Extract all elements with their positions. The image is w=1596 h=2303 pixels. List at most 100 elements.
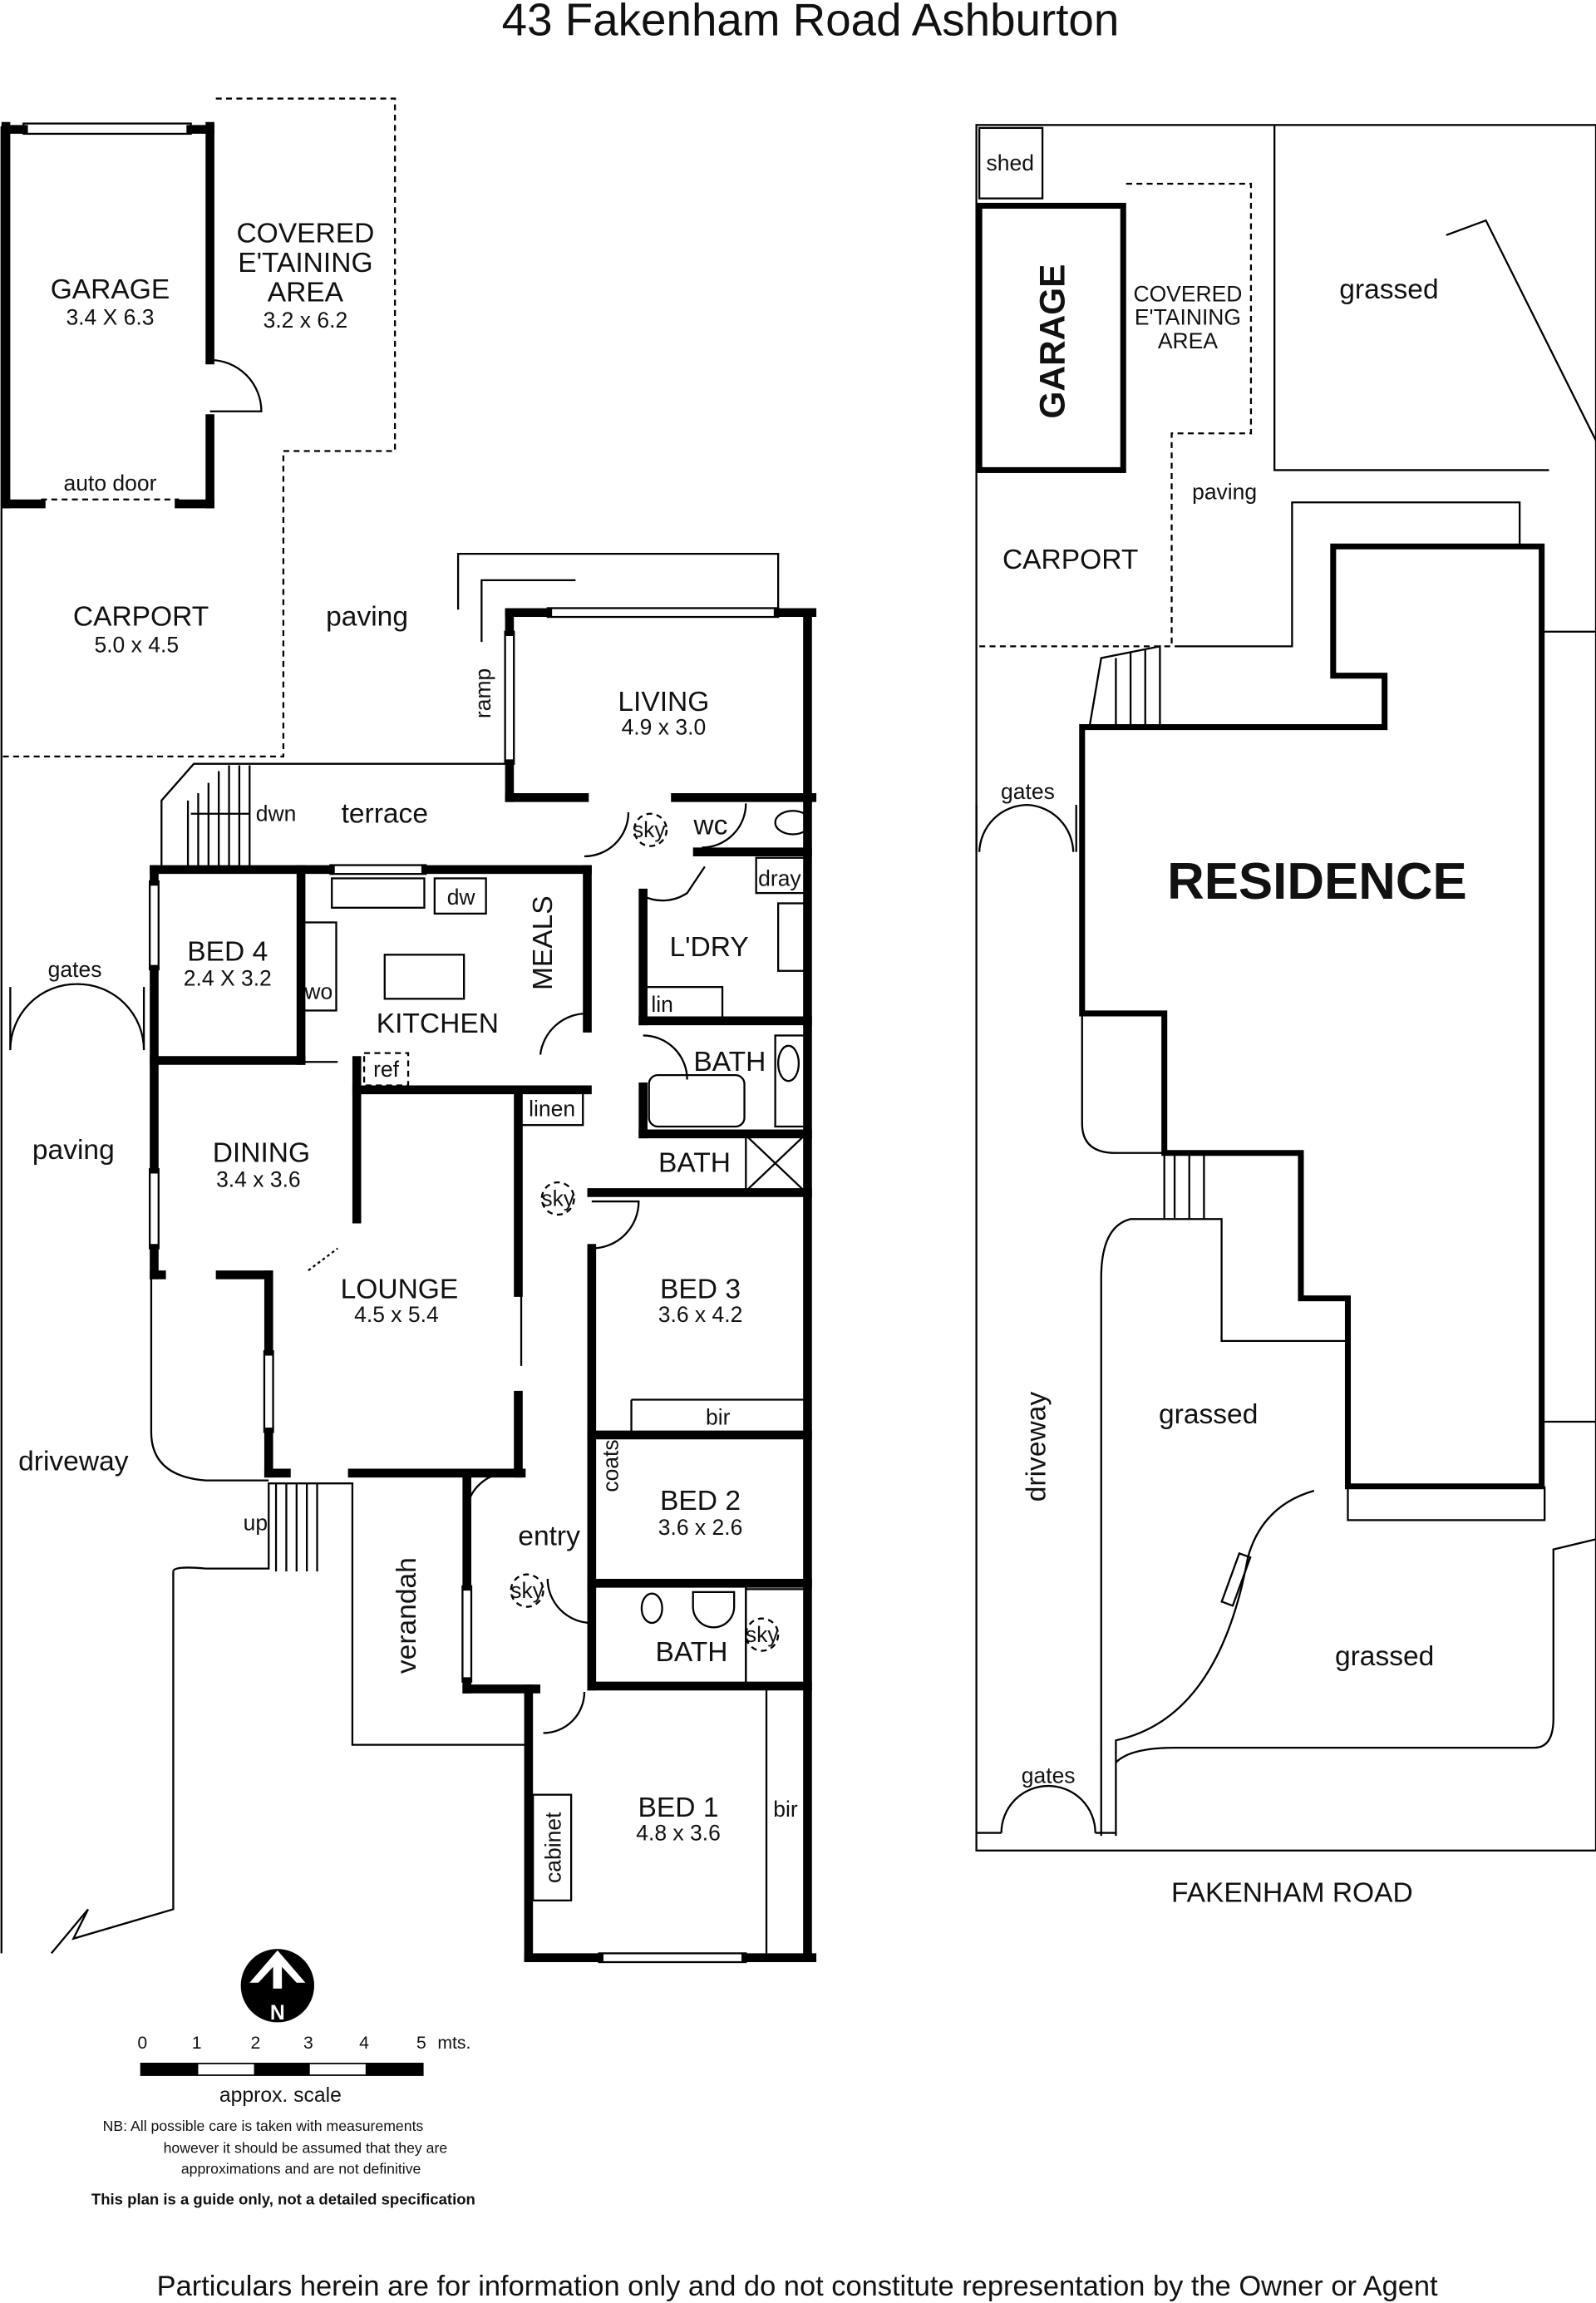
nb-note: NB: All possible care is taken with meas…	[103, 2118, 424, 2134]
site-driveway-label: driveway	[1022, 1392, 1052, 1502]
room-label: BED 2	[660, 1486, 741, 1516]
site-side-gates	[975, 803, 1077, 852]
dwn-label: dwn	[256, 801, 297, 826]
scale-tick: 0	[137, 2034, 147, 2053]
terrace-label: terrace	[342, 798, 428, 829]
room-dims: 4.5 x 5.4	[354, 1302, 439, 1327]
side-gates	[9, 983, 145, 1051]
site-gates-label: gates	[1022, 1763, 1076, 1788]
site-paving-label: paving	[1192, 480, 1257, 505]
verandah-label: verandah	[392, 1557, 422, 1674]
floor-plan: GARAGE 3.4 X 6.3 COVERED E'TAINING AREA …	[0, 97, 817, 1964]
grassed-area-outline	[1273, 125, 1596, 471]
room-label: BED 3	[660, 1275, 741, 1305]
shed	[978, 126, 1044, 200]
site-covered-label: E'TAINING	[1135, 305, 1241, 330]
grassed-label: grassed	[1335, 1641, 1434, 1672]
verandah-outline	[172, 1482, 529, 1746]
driveway-label: driveway	[18, 1446, 129, 1477]
room-label: COVERED	[236, 219, 374, 249]
legend: N 0 1 2 3 4 5 mts. approx. scale NB: All…	[91, 1949, 475, 2207]
grassed-label: grassed	[1339, 274, 1438, 305]
scale-label: approx. scale	[219, 2084, 342, 2107]
site-boundary	[975, 124, 1596, 1852]
north-arrow-icon: N	[240, 1949, 314, 2024]
site-steps	[1088, 644, 1161, 727]
room-label: BATH	[658, 1148, 731, 1179]
ramp-outline	[456, 552, 780, 613]
room-label: CARPORT	[73, 602, 209, 633]
gates-label: gates	[48, 957, 102, 982]
sky-label: sky	[633, 817, 666, 842]
ramp-arrow	[480, 579, 576, 643]
room-dims: 3.2 x 6.2	[264, 308, 348, 333]
site-plan: shed GARAGE COVERED E'TAINING AREA grass…	[975, 124, 1596, 1909]
room-dims: 4.8 x 3.6	[636, 1820, 721, 1845]
scale-tick: 1	[192, 2034, 202, 2053]
room-label: LOUNGE	[341, 1275, 459, 1305]
driveway-curve	[150, 1277, 269, 1482]
sky-label: sky	[510, 1578, 544, 1603]
room-dims: 3.4 X 6.3	[66, 305, 154, 330]
shed-label: shed	[987, 150, 1034, 175]
residence-label: RESIDENCE	[1167, 853, 1467, 910]
scale-tick: 4	[359, 2034, 369, 2053]
site-front-gates	[976, 1784, 1116, 1834]
sky-label: sky	[541, 1186, 574, 1211]
residence-outline	[1079, 543, 1545, 1490]
site-garage-label: GARAGE	[1033, 264, 1072, 419]
room-label: BED 4	[187, 936, 268, 967]
room-dims: 5.0 x 4.5	[94, 632, 179, 657]
skylight-4	[745, 1617, 780, 1652]
site-gates-label: gates	[1001, 779, 1055, 804]
skylight-1	[633, 812, 668, 847]
sky-label: sky	[746, 1622, 779, 1647]
coats-label: coats	[598, 1439, 623, 1492]
room-label: DINING	[213, 1137, 310, 1168]
up-label: up	[244, 1511, 268, 1536]
site-covered-outline	[976, 182, 1253, 648]
ramp-label: ramp	[470, 668, 495, 718]
room-dims: 3.4 x 3.6	[216, 1166, 301, 1191]
lin-label: lin	[651, 992, 673, 1017]
scale-bar	[140, 2063, 424, 2076]
site-garage	[976, 202, 1126, 473]
guide-note: This plan is a guide only, not a detaile…	[91, 2190, 475, 2207]
garage-walls	[1, 121, 263, 509]
cabinet-label: cabinet	[541, 1812, 566, 1883]
room-label: BATH	[693, 1047, 766, 1078]
north-label: N	[270, 2002, 285, 2024]
site-lines	[1175, 501, 1596, 1423]
terrace-outline	[160, 762, 510, 867]
room-dims: 2.4 X 3.2	[184, 965, 272, 990]
covered-area-outline	[1, 97, 397, 758]
paving-label: paving	[326, 602, 408, 633]
bir-label: bir	[706, 1405, 731, 1430]
room-dims: 3.6 x 4.2	[658, 1302, 743, 1327]
linen-label: linen	[529, 1097, 575, 1122]
grassed-outlines	[1100, 1218, 1596, 1837]
wc-label: wc	[692, 810, 727, 841]
auto-door-label: auto door	[64, 471, 157, 496]
scale-tick: 2	[250, 2034, 260, 2053]
room-dims: 3.6 x 2.6	[658, 1515, 743, 1540]
room-label: GARAGE	[51, 274, 170, 305]
room-dims: 4.9 x 3.0	[622, 714, 707, 739]
wo-label: wo	[303, 979, 332, 1004]
page-title: 43 Fakenham Road Ashburton	[502, 0, 1120, 46]
boundary-break	[50, 1571, 175, 1955]
disclaimer: Particulars herein are for information o…	[157, 2271, 1438, 2302]
site-covered-label: AREA	[1158, 328, 1218, 353]
street-label: FAKENHAM ROAD	[1171, 1878, 1413, 1909]
room-label: BED 1	[638, 1793, 719, 1823]
room-label: E'TAINING	[238, 248, 372, 279]
paving-label: paving	[32, 1135, 115, 1166]
scale-unit: mts.	[437, 2034, 470, 2053]
room-label: LIVING	[618, 687, 709, 718]
site-carport-label: CARPORT	[1002, 545, 1138, 575]
room-label: BATH	[655, 1637, 727, 1668]
house-walls	[149, 608, 817, 1964]
room-label: MEALS	[528, 895, 559, 990]
bir-label: bir	[773, 1797, 798, 1822]
